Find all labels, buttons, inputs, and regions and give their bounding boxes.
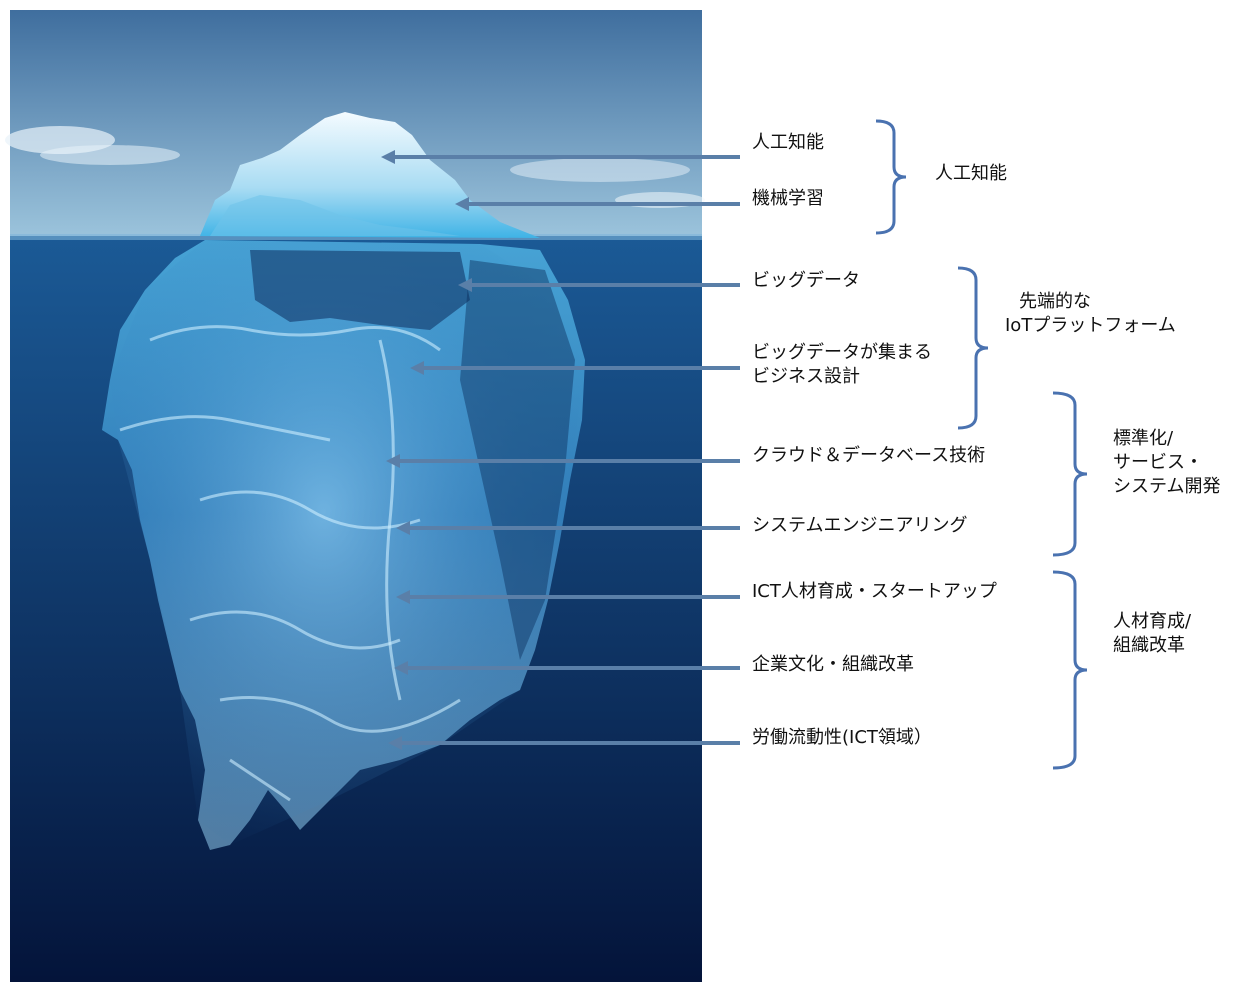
group-label-line: 先端的な <box>1019 291 1091 312</box>
group-label-ai: 人工知能 <box>935 162 1007 186</box>
label-cloud-db: クラウド＆データベース技術 <box>752 445 986 466</box>
label-labor-mobility: 労働流動性(ICT領域） <box>752 727 932 748</box>
group-label-line: システム開発 <box>1113 476 1221 497</box>
group-label-line: サービス・ <box>1113 452 1203 473</box>
ice-streaks <box>119 325 461 802</box>
iceberg-glow <box>110 240 585 845</box>
waterline <box>10 234 702 240</box>
label-business-design-line1: ビッグデータが集まる <box>752 342 932 363</box>
group-label-line: 組織改革 <box>1113 635 1185 656</box>
iceberg-tip-shade <box>210 195 460 236</box>
label-business-design-line2: ビジネス設計 <box>752 366 860 387</box>
label-corporate-culture: 企業文化・組織改革 <box>752 654 914 675</box>
label-ict-talent: ICT人材育成・スタートアップ <box>752 581 997 602</box>
group-label-iot: 先端的な IoTプラットフォーム <box>1005 290 1176 338</box>
cloud <box>510 158 690 182</box>
group-label-line: 人工知能 <box>935 163 1007 184</box>
label-systems-engineering: システムエンジニアリング <box>752 515 968 536</box>
cloud <box>40 145 180 165</box>
group-label-talent: 人材育成/ 組織改革 <box>1113 610 1191 658</box>
group-label-line: 人材育成/ <box>1113 611 1192 632</box>
label-machine-learning: 機械学習 <box>752 188 824 209</box>
label-ai: 人工知能 <box>752 132 824 153</box>
label-big-data: ビッグデータ <box>752 270 860 291</box>
label-business-design: ビッグデータが集まる ビジネス設計 <box>752 341 932 389</box>
group-label-line: IoTプラットフォーム <box>1005 315 1176 336</box>
group-label-line: 標準化/ <box>1113 428 1174 449</box>
iceberg-shadow <box>250 250 470 330</box>
group-label-standardization: 標準化/ サービス・ システム開発 <box>1113 427 1220 499</box>
cloud <box>615 192 705 208</box>
